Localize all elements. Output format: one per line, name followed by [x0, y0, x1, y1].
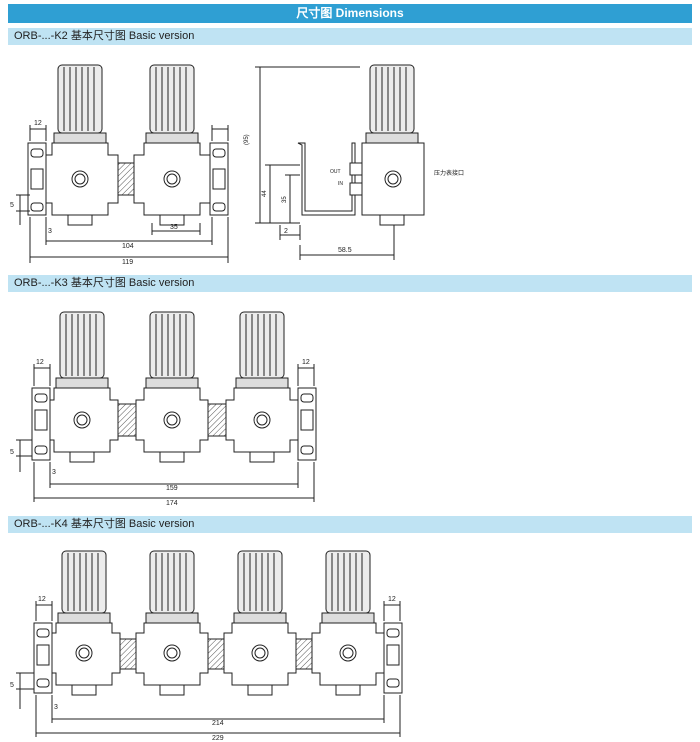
k3-dim-174: 174 [166, 500, 178, 507]
section-k4-label: ORB-...-K4 基本尺寸图 Basic version [8, 516, 692, 533]
k2-dim-104: 104 [122, 243, 134, 250]
k2-drawing: 12 3 5 35 104 119 (95) 44 35 2 58.5 OUT … [10, 64, 464, 266]
section-k2-label: ORB-...-K2 基本尺寸图 Basic version [8, 28, 692, 45]
k2-in-label: IN [338, 181, 343, 187]
k3-dim-5: 5 [10, 449, 14, 456]
k3-dim-12-left: 12 [36, 359, 44, 366]
k2-side-dim-2: 2 [284, 228, 288, 235]
k2-side-dim-44: 44 [262, 190, 268, 197]
k2-dim-35: 35 [170, 224, 178, 231]
k2-gauge-label: 压力表接口 [434, 169, 464, 177]
k2-side-dim-35: 35 [282, 196, 288, 203]
k4-dim-214: 214 [212, 720, 224, 727]
k2-out-label: OUT [330, 169, 341, 175]
k2-dim-12: 12 [34, 120, 42, 127]
k4-dim-3: 3 [54, 704, 58, 711]
k3-dim-3: 3 [52, 469, 56, 476]
page-title: 尺寸图 Dimensions [8, 4, 692, 23]
k3-drawing: 12 12 3 5 159 174 [10, 311, 317, 507]
k2-dim-119: 119 [122, 259, 133, 266]
k3-dim-12-right: 12 [302, 359, 310, 366]
k2-side-dim-95: (95) [244, 134, 250, 145]
k4-dim-5: 5 [10, 682, 14, 689]
k4-dim-12-left: 12 [38, 596, 46, 603]
k2-side-dim-58-5: 58.5 [338, 247, 352, 254]
k4-dim-229: 229 [212, 735, 224, 741]
section-k3-label: ORB-...-K3 基本尺寸图 Basic version [8, 275, 692, 292]
k3-dim-159: 159 [166, 485, 178, 492]
k2-dim-3: 3 [48, 228, 52, 235]
k4-drawing: 12 12 3 5 214 229 [10, 550, 403, 741]
k2-dim-5: 5 [10, 202, 14, 209]
k4-dim-12-right: 12 [388, 596, 396, 603]
